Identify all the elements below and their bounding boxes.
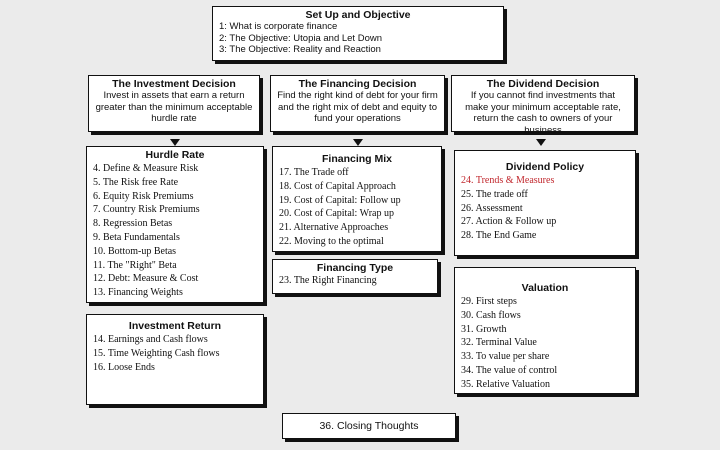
dividend-decision-title: The Dividend Decision xyxy=(486,78,600,90)
list-item-highlighted: 24. Trends & Measures xyxy=(461,175,555,186)
list-item: 16. Loose Ends xyxy=(93,361,155,373)
dividend-policy-title: Dividend Policy xyxy=(505,161,585,173)
setup-box: Set Up and Objective 1: What is corporat… xyxy=(212,6,504,61)
list-item: 29. First steps xyxy=(461,296,517,307)
list-item: 18. Cost of Capital Approach xyxy=(279,180,396,192)
list-item: 4. Define & Measure Risk xyxy=(93,163,199,174)
dividend-policy-box: Dividend Policy 24. Trends & Measures 25… xyxy=(454,150,636,256)
list-item: 1: What is corporate finance xyxy=(219,21,338,32)
investment-return-box: Investment Return 14. Earnings and Cash … xyxy=(86,314,264,405)
investment-decision-title: The Investment Decision xyxy=(112,78,236,90)
list-item: 25. The trade off xyxy=(461,188,528,200)
list-item: 23. The Right Financing xyxy=(279,275,377,286)
hurdle-rate-box: Hurdle Rate 4. Define & Measure Risk 5. … xyxy=(86,146,264,303)
setup-list: 1: What is corporate finance 2: The Obje… xyxy=(219,21,497,56)
list-item: 19. Cost of Capital: Follow up xyxy=(279,194,401,206)
list-item: 2: The Objective: Utopia and Let Down xyxy=(219,32,383,44)
list-item: 9. Beta Fundamentals xyxy=(93,231,180,243)
financing-type-title: Financing Type xyxy=(316,262,394,274)
arrow-financing-to-mix xyxy=(353,139,363,146)
list-item: 32. Terminal Value xyxy=(461,337,537,349)
list-item: 3: The Objective: Reality and Reaction xyxy=(219,44,381,55)
dividend-decision-desc: If you cannot find investments that make… xyxy=(465,90,621,136)
investment-decision-desc: Invest in assets that earn a return grea… xyxy=(95,90,253,124)
arrow-investment-to-hurdle xyxy=(170,139,180,146)
investment-decision-box: The Investment Decision Invest in assets… xyxy=(88,75,260,132)
financing-decision-box: The Financing Decision Find the right ki… xyxy=(270,75,445,132)
arrow-dividend-to-policy xyxy=(536,139,546,146)
list-item: 34. The value of control xyxy=(461,364,558,376)
list-item: 5. The Risk free Rate xyxy=(93,176,179,188)
closing-box: 36. Closing Thoughts xyxy=(282,413,456,439)
list-item: 33. To value per share xyxy=(461,351,550,363)
list-item: 13. Financing Weights xyxy=(93,287,183,299)
valuation-title: Valuation xyxy=(521,282,569,294)
list-item: 26. Assessment xyxy=(461,202,523,214)
dividend-decision-box: The Dividend Decision If you cannot find… xyxy=(451,75,635,136)
investment-return-list: 14. Earnings and Cash flows 15. Time Wei… xyxy=(93,333,257,374)
list-item: 8. Regression Betas xyxy=(93,218,173,230)
financing-decision-desc: Find the right kind of debt for your fir… xyxy=(277,90,438,124)
valuation-list: 29. First steps 30. Cash flows 31. Growt… xyxy=(461,295,629,392)
list-item: 6. Equity Risk Premiums xyxy=(93,190,194,202)
list-item: 31. Growth xyxy=(461,323,507,335)
financing-mix-list: 17. The Trade off 18. Cost of Capital Ap… xyxy=(279,166,435,249)
list-item: 27. Action & Follow up xyxy=(461,216,557,228)
list-item: 35. Relative Valuation xyxy=(461,378,550,390)
list-item: 14. Earnings and Cash flows xyxy=(93,334,208,345)
list-item: 28. The End Game xyxy=(461,230,537,242)
hurdle-rate-list: 4. Define & Measure Risk 5. The Risk fre… xyxy=(93,162,257,300)
valuation-box: Valuation 29. First steps 30. Cash flows… xyxy=(454,267,636,394)
financing-type-box: Financing Type 23. The Right Financing xyxy=(272,259,438,294)
list-item: 11. The "Right" Beta xyxy=(93,259,177,271)
list-item: 12. Debt: Measure & Cost xyxy=(93,273,199,285)
list-item: 15. Time Weighting Cash flows xyxy=(93,347,220,359)
list-item: 30. Cash flows xyxy=(461,309,521,321)
financing-mix-title: Financing Mix xyxy=(321,153,392,165)
closing-title: 36. Closing Thoughts xyxy=(319,420,419,432)
list-item: 7. Country Risk Premiums xyxy=(93,204,200,216)
investment-return-title: Investment Return xyxy=(128,320,222,332)
list-item: 21. Alternative Approaches xyxy=(279,222,389,234)
list-item: 10. Bottom-up Betas xyxy=(93,245,177,257)
list-item: 22. Moving to the optimal xyxy=(279,235,384,247)
financing-decision-title: The Financing Decision xyxy=(298,78,417,90)
list-item: 20. Cost of Capital: Wrap up xyxy=(279,208,394,220)
list-item: 17. The Trade off xyxy=(279,167,349,178)
hurdle-rate-title: Hurdle Rate xyxy=(145,149,205,161)
dividend-policy-list: 24. Trends & Measures 25. The trade off … xyxy=(461,174,629,243)
financing-type-list: 23. The Right Financing xyxy=(279,274,431,288)
financing-mix-box: Financing Mix 17. The Trade off 18. Cost… xyxy=(272,146,442,252)
setup-title: Set Up and Objective xyxy=(305,9,411,21)
